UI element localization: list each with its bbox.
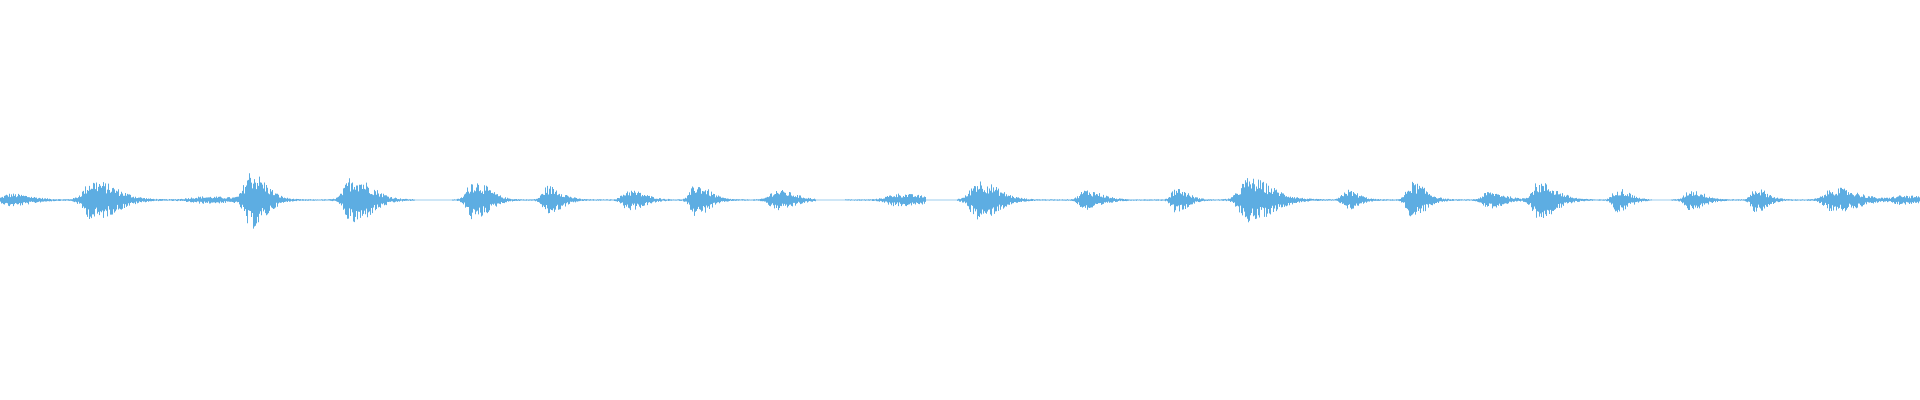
waveform-samples [0, 173, 1920, 229]
waveform-path [0, 173, 1920, 229]
